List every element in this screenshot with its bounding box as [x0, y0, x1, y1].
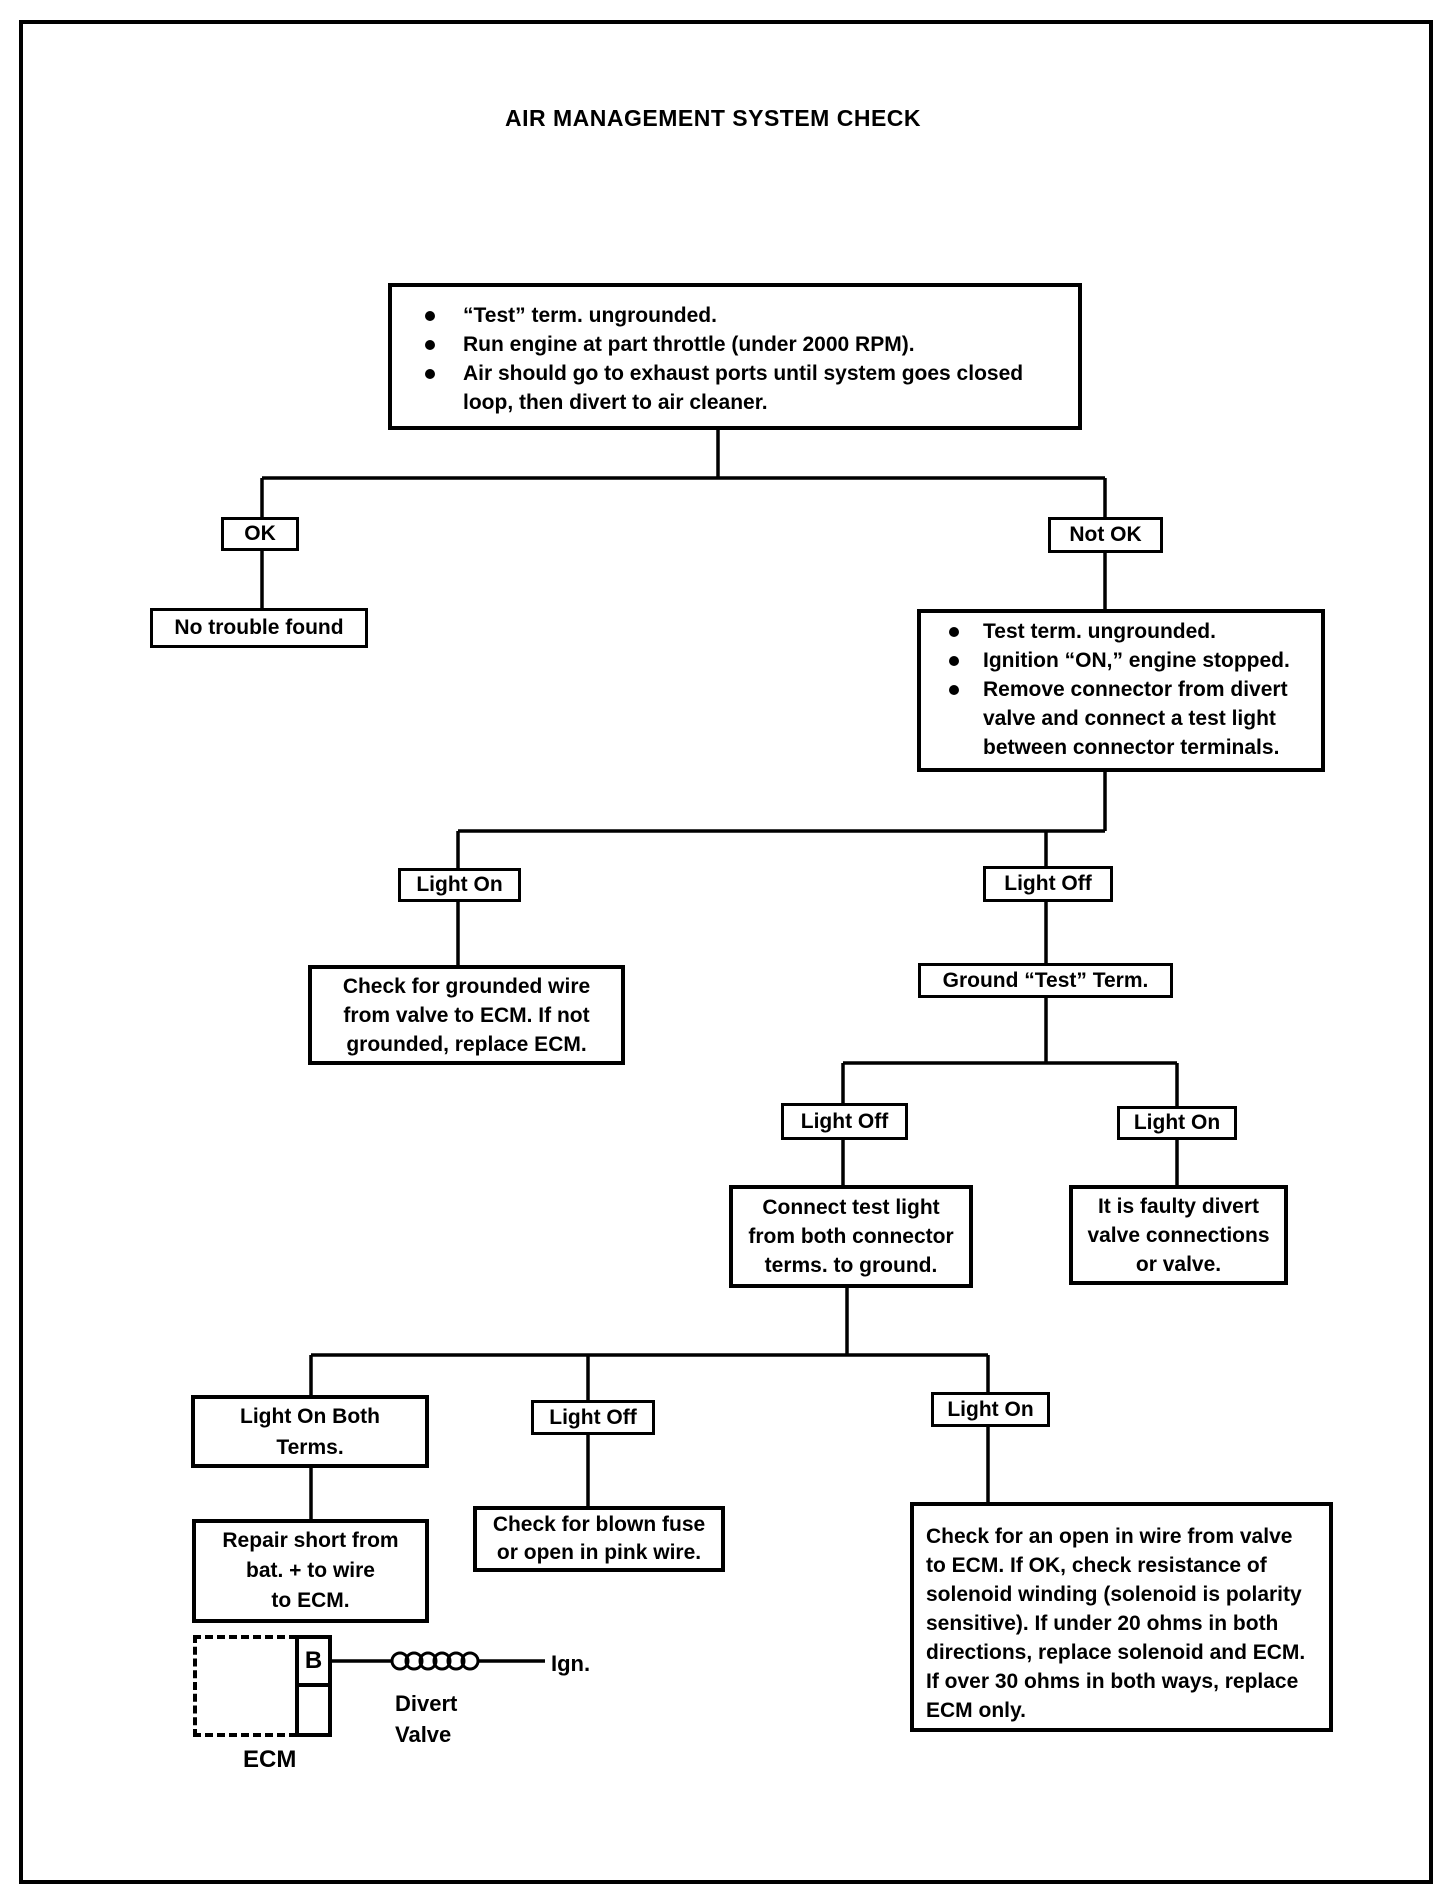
node-label: Light On [1133, 1111, 1221, 1134]
list-item: Air should go to exhaust ports until sys… [425, 359, 1068, 417]
bullet-icon [949, 685, 959, 695]
ecm-terminal-block: B [295, 1635, 332, 1737]
node-label: Light Off [549, 1405, 637, 1429]
terminal-b-cell: B [299, 1639, 328, 1687]
bullet-text: Air should go to exhaust ports until sys… [463, 362, 1024, 385]
solenoid-coil-icon [390, 1651, 480, 1671]
list-item: Run engine at part throttle (under 2000 … [425, 330, 1068, 359]
list-item: Remove connector from divert valve and c… [949, 675, 1315, 762]
node-text-line: Terms. [276, 1435, 344, 1459]
node-text-line: If over 30 ohms in both ways, replace [926, 1670, 1299, 1693]
node-text-line: ECM only. [926, 1699, 1026, 1722]
node-light-on-1: Light On [398, 868, 521, 902]
bullet-text: loop, then divert to air cleaner. [463, 391, 768, 414]
list-item: Ignition “ON,” engine stopped. [949, 646, 1315, 675]
bullet-text: between connector terminals. [983, 736, 1280, 759]
node-check-open-wire: Check for an open in wire from valve to … [910, 1502, 1333, 1732]
node-label: No trouble found [174, 616, 344, 639]
node-text-line: or open in pink wire. [496, 1541, 702, 1564]
node-light-off-3: Light Off [531, 1400, 655, 1435]
bullet-text: Ignition “ON,” engine stopped. [983, 649, 1290, 672]
node-faulty-divert-valve: It is faulty divert valve connections or… [1069, 1185, 1288, 1285]
bullet-icon [949, 627, 959, 637]
page-title: AIR MANAGEMENT SYSTEM CHECK [505, 105, 922, 131]
node-repair-short: Repair short from bat. + to wire to ECM. [192, 1519, 429, 1623]
node-text-line: Check for grounded wire [342, 974, 591, 998]
divert-valve-label-line: Divert [395, 1691, 458, 1716]
node-connect-test-light: Connect test light from both connector t… [729, 1185, 973, 1288]
node-text-line: Check for an open in wire from valve [926, 1525, 1293, 1548]
node-not-ok-steps: Test term. ungrounded. Ignition “ON,” en… [917, 609, 1325, 772]
node-text-line: directions, replace solenoid and ECM. [926, 1641, 1306, 1664]
divert-valve-label-line: Valve [395, 1722, 452, 1747]
node-text-line: from both connector [748, 1225, 954, 1248]
list-item: Test term. ungrounded. [949, 617, 1315, 646]
node-no-trouble-found: No trouble found [150, 608, 368, 648]
node-light-on-3: Light On [931, 1392, 1050, 1427]
node-ok: OK [221, 517, 299, 551]
node-text-line: solenoid winding (solenoid is polarity [926, 1583, 1302, 1606]
node-text-line: Repair short from [222, 1529, 399, 1552]
node-text-line: grounded, replace ECM. [346, 1032, 587, 1056]
node-text-line: to ECM. [271, 1589, 350, 1612]
node-label: Light On [416, 873, 503, 896]
node-label: OK [244, 522, 276, 545]
node-text-line: sensitive). If under 20 ohms in both [926, 1612, 1279, 1635]
node-light-on-2: Light On [1117, 1106, 1237, 1140]
bullet-icon [425, 369, 435, 379]
page-border [19, 20, 1433, 1884]
bullet-text: Test term. ungrounded. [983, 620, 1216, 643]
node-check-grounded-wire: Check for grounded wire from valve to EC… [308, 965, 625, 1065]
node-light-off-2: Light Off [781, 1103, 908, 1140]
divert-valve-label: Divert Valve [395, 1688, 457, 1750]
node-light-off-1: Light Off [983, 866, 1113, 902]
node-blown-fuse: Check for blown fuse or open in pink wir… [473, 1506, 725, 1572]
node-start-conditions: “Test” term. ungrounded. Run engine at p… [388, 283, 1082, 430]
node-light-on-both-terms: Light On Both Terms. [191, 1395, 429, 1468]
node-label: Light On [947, 1397, 1034, 1421]
node-text-line: terms. to ground. [764, 1254, 938, 1277]
node-ground-test-term: Ground “Test” Term. [918, 963, 1173, 998]
bullet-icon [425, 311, 435, 321]
bullet-icon [949, 656, 959, 666]
node-text-line: It is faulty divert [1097, 1194, 1260, 1218]
node-text-line: to ECM. If OK, check resistance of [926, 1554, 1267, 1577]
node-label: Not OK [1069, 523, 1142, 546]
connector-lines [260, 430, 1179, 1521]
ign-label: Ign. [551, 1651, 591, 1676]
node-label: Light Off [1004, 872, 1092, 895]
node-text-line: Connect test light [762, 1196, 940, 1219]
list-item: “Test” term. ungrounded. [425, 301, 1068, 330]
node-text-line: Light On Both [240, 1404, 380, 1428]
bullet-text: valve and connect a test light [983, 707, 1276, 730]
terminal-b-label: B [304, 1647, 323, 1674]
bullet-icon [425, 340, 435, 350]
ecm-label: ECM [243, 1746, 297, 1773]
node-text-line: valve connections [1087, 1223, 1270, 1247]
node-label: Ground “Test” Term. [942, 968, 1149, 992]
node-not-ok: Not OK [1048, 517, 1163, 553]
node-label: Light Off [800, 1109, 889, 1133]
node-text-line: from valve to ECM. If not [343, 1003, 590, 1027]
ecm-dashed-box [193, 1635, 297, 1737]
node-text-line: Check for blown fuse [492, 1513, 706, 1536]
node-text-line: bat. + to wire [246, 1559, 375, 1582]
bullet-text: Run engine at part throttle (under 2000 … [463, 333, 915, 356]
bullet-text: “Test” term. ungrounded. [463, 304, 717, 327]
bullet-text: Remove connector from divert [983, 678, 1288, 701]
node-text-line: or valve. [1135, 1252, 1222, 1276]
